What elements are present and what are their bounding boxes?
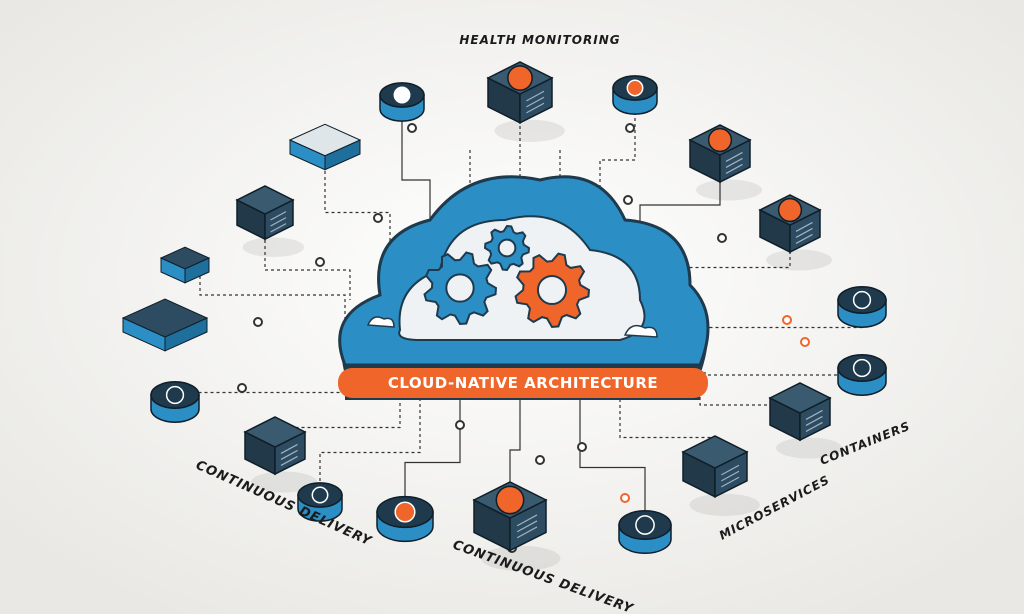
connector-node: [237, 383, 247, 393]
node-icon: [393, 86, 411, 104]
connector-node: [407, 123, 417, 133]
node-icon: [311, 486, 329, 504]
connector-node: [577, 442, 587, 452]
connector-line: [599, 100, 636, 220]
service-icon: [707, 127, 733, 153]
service-node-cylinder: [837, 354, 887, 396]
connector-line: [199, 270, 346, 320]
service-node-cylinder: [618, 509, 672, 555]
gear-icon: [423, 251, 498, 326]
connector-node: [782, 315, 792, 325]
service-node-cylinder: [297, 482, 343, 522]
small-cloud-icon: [623, 324, 658, 338]
node-icon: [165, 385, 185, 405]
connector-node: [315, 257, 325, 267]
connector-node: [623, 195, 633, 205]
platform-slab: [121, 298, 209, 352]
platform-slab: [159, 246, 211, 284]
node-icon: [394, 501, 416, 523]
service-node-cylinder: [379, 82, 425, 122]
service-cube: [243, 416, 317, 493]
connector-node: [253, 317, 263, 327]
connector-line: [264, 240, 351, 300]
node-icon: [852, 290, 872, 310]
connector-line: [639, 175, 721, 235]
connector-node: [373, 213, 383, 223]
node-icon: [626, 79, 644, 97]
platform-slab: [288, 123, 362, 171]
small-cloud-icon: [366, 316, 395, 328]
gear-icon: [483, 224, 531, 272]
service-node-cylinder: [837, 286, 887, 328]
connector-line: [319, 400, 421, 505]
connector-line: [579, 400, 646, 535]
service-cube: [768, 382, 842, 459]
service-node-cylinder: [376, 495, 434, 543]
connector-line: [404, 400, 461, 525]
connector-line: [401, 110, 431, 250]
connector-line: [509, 400, 521, 500]
service-cube: [758, 194, 832, 271]
connector-node: [535, 455, 545, 465]
gear-icon: [514, 252, 591, 329]
connector-node: [800, 337, 810, 347]
service-node-cylinder: [150, 381, 200, 423]
service-icon: [777, 197, 803, 223]
service-node-cylinder: [612, 75, 658, 115]
connector-node: [455, 420, 465, 430]
service-cube: [688, 124, 762, 201]
title-band: [338, 368, 708, 398]
label-health-monitoring: HEALTH MONITORING: [459, 33, 620, 47]
connector-node: [625, 123, 635, 133]
center-title: CLOUD-NATIVE ARCHITECTURE: [388, 374, 658, 392]
service-icon: [507, 65, 533, 91]
service-cube: [486, 61, 565, 142]
service-cube: [235, 185, 305, 257]
service-cube: [681, 435, 760, 516]
connector-node: [717, 233, 727, 243]
central-cloud: CLOUD-NATIVE ARCHITECTURE: [338, 175, 710, 400]
service-icon: [495, 485, 525, 515]
connector-node: [620, 493, 630, 503]
connector-line: [324, 165, 391, 260]
node-icon: [852, 358, 872, 378]
node-icon: [635, 515, 655, 535]
nodes: [121, 61, 887, 572]
service-cube: [472, 481, 561, 572]
